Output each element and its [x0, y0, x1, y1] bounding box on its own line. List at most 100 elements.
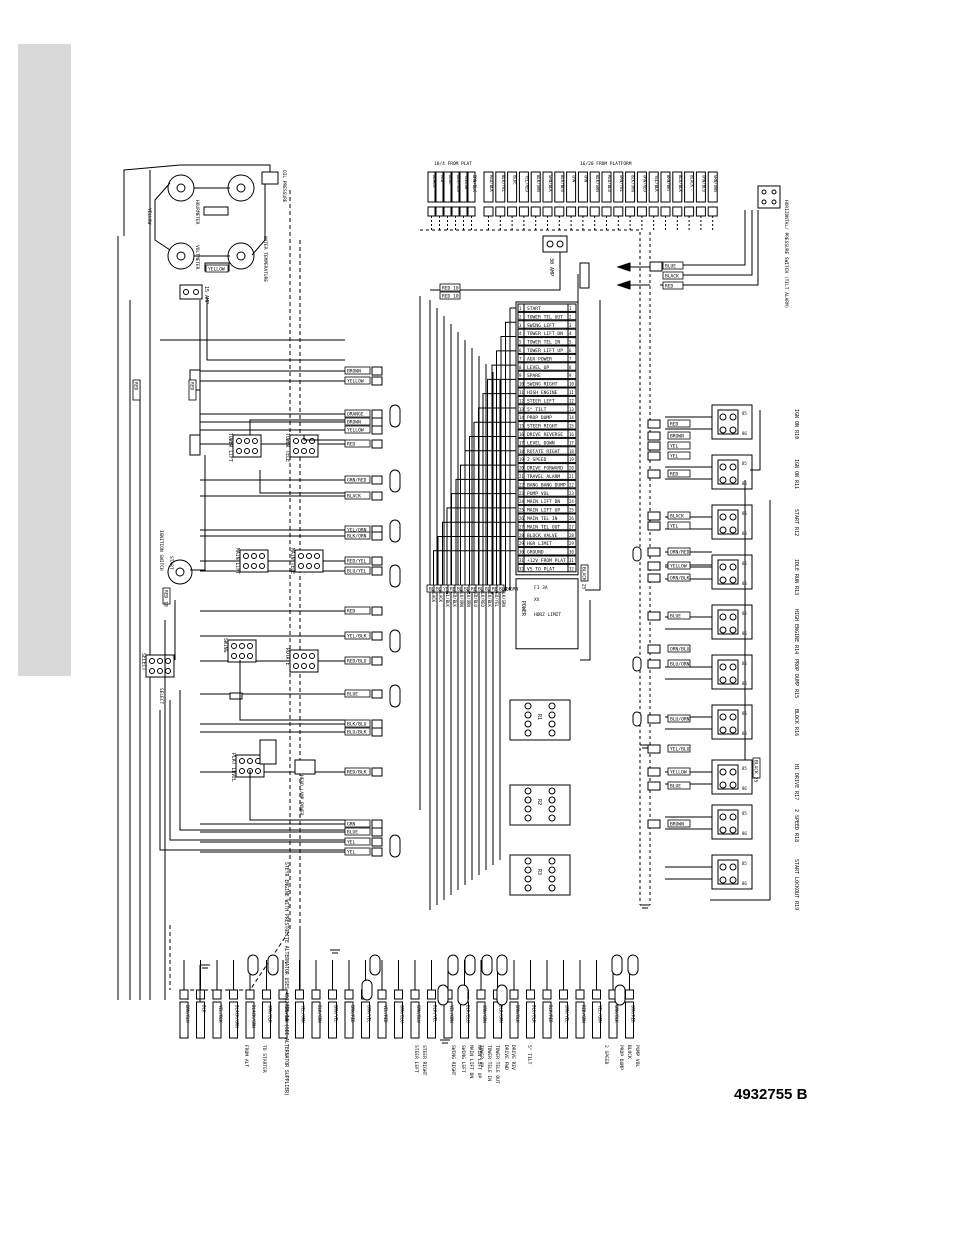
wire-color: RED: [189, 382, 195, 391]
wire-color: RED: [347, 442, 356, 448]
wire-color: GRN: [572, 175, 577, 183]
wire-color: RED/BLU: [347, 659, 367, 665]
terminal: [524, 729, 532, 737]
terminal-index: 16: [519, 432, 524, 437]
terminal-label: 5° TILT: [527, 407, 547, 413]
switch-terminal: [247, 653, 253, 659]
wire-label: RED: [667, 469, 691, 478]
top-pin-number: [566, 206, 577, 217]
terminal-index: 6: [569, 348, 572, 353]
terminal-right: [567, 404, 577, 413]
terminal-label: BANG BANG DUMP: [527, 482, 566, 488]
pin: [371, 819, 383, 829]
connector-bubble: [361, 979, 373, 1001]
ignition-label: IGNITION SWITCH: [158, 530, 164, 571]
relay-contact: [719, 426, 727, 434]
top-pin-number: [648, 206, 659, 217]
wire-color: GRN/BLU: [416, 1005, 421, 1023]
switch-terminal: [293, 448, 299, 454]
switch-terminal: [293, 438, 299, 444]
wire-color: BLUE: [347, 692, 358, 698]
wire-color: BLUE: [670, 784, 681, 790]
bottom-label: DRIVE FWD: [503, 1045, 509, 1070]
wire-color: BLU/ORN: [459, 590, 464, 607]
wire-label: YEL: [344, 837, 371, 846]
terminal-right: [567, 454, 577, 464]
bottom-label: STEER RIGHT: [421, 1045, 427, 1076]
switch-label: TOWER LIFT: [227, 433, 233, 462]
tilt-switch: [757, 185, 781, 209]
wire: [585, 300, 601, 591]
terminal: [548, 702, 556, 710]
terminal-label: LEVEL DOWN: [527, 440, 555, 446]
wire-color: GRN/BLK: [548, 175, 553, 192]
terminal: [193, 289, 199, 295]
pin: [179, 989, 189, 1000]
relay-contact: [719, 863, 727, 871]
top-pin-number: [542, 206, 553, 217]
wire-color: RED/BLK: [489, 175, 494, 192]
wire-color: RED/BLU: [607, 175, 612, 192]
terminal: [175, 567, 185, 577]
switch-label: SWING: [222, 638, 228, 653]
wire: [491, 364, 516, 594]
pin: [647, 659, 661, 669]
wire: [505, 321, 516, 591]
wire-label: RED: [667, 419, 691, 428]
wire-color: GRN/YEL: [619, 175, 624, 192]
switch-terminal: [301, 448, 307, 454]
wire: [487, 378, 516, 590]
wire-color: BLK/RED: [480, 590, 485, 607]
pin: [295, 989, 304, 1000]
wire-color: YEL/ORN: [347, 528, 367, 534]
connector-bubble: [481, 954, 493, 976]
wire-color: BRN/BLK: [472, 175, 477, 192]
terminal-index: 12: [519, 398, 524, 403]
relay-contact: [729, 563, 737, 571]
pin: [575, 989, 585, 1000]
wire-color: YEL/ORN: [301, 1005, 306, 1023]
top-connector-pin: [589, 171, 600, 203]
terminal-index: 27: [569, 524, 574, 529]
wire-color: YEL/BLU: [670, 747, 690, 753]
wire-label: BLACK 25: [581, 564, 589, 589]
bottom-label: PUMP VOL: [634, 1045, 640, 1067]
wire: [509, 307, 516, 590]
head-lamp-label: HEAD LAMP POWER: [298, 775, 304, 816]
label: 86: [742, 731, 747, 736]
arrow: [616, 280, 631, 290]
schematic: [117, 164, 781, 1044]
wire-label: YEL/BLU: [667, 744, 691, 753]
wire-label: BLUE: [662, 261, 684, 270]
relay-contact: [729, 663, 737, 671]
relay-contact: [729, 826, 737, 834]
lamp-box: [259, 739, 277, 765]
wire-color: BROWN: [670, 822, 684, 828]
terminal-right: [567, 345, 577, 354]
terminal-index: 30: [519, 550, 524, 555]
wire-label: YEL: [344, 847, 371, 856]
wire-color: RED: [440, 175, 445, 183]
terminal: [761, 199, 767, 205]
document-number: 4932755 B: [734, 1086, 808, 1103]
switch-terminal: [165, 658, 171, 664]
wire: [259, 470, 345, 494]
pin: [371, 425, 383, 435]
label: XX: [534, 597, 540, 603]
terminal: [548, 875, 556, 883]
terminal-right: [567, 311, 577, 321]
bottom-connector-pin: [229, 1001, 238, 1039]
terminal: [548, 711, 556, 719]
terminal-right: [567, 446, 577, 455]
fuse15-label: 15 AMP: [203, 286, 209, 304]
wire-label: BLK/GRN: [496, 584, 519, 593]
pin: [647, 781, 661, 791]
top-pin-number: [427, 206, 436, 217]
relay-contact: [729, 426, 737, 434]
wire-label: BLUE: [667, 781, 691, 790]
terminal-index: 11: [569, 390, 574, 395]
pin: [647, 521, 661, 531]
relay-contact: [719, 563, 727, 571]
terminal-index: 15: [569, 424, 574, 429]
wire-label: BROWN: [344, 417, 371, 426]
